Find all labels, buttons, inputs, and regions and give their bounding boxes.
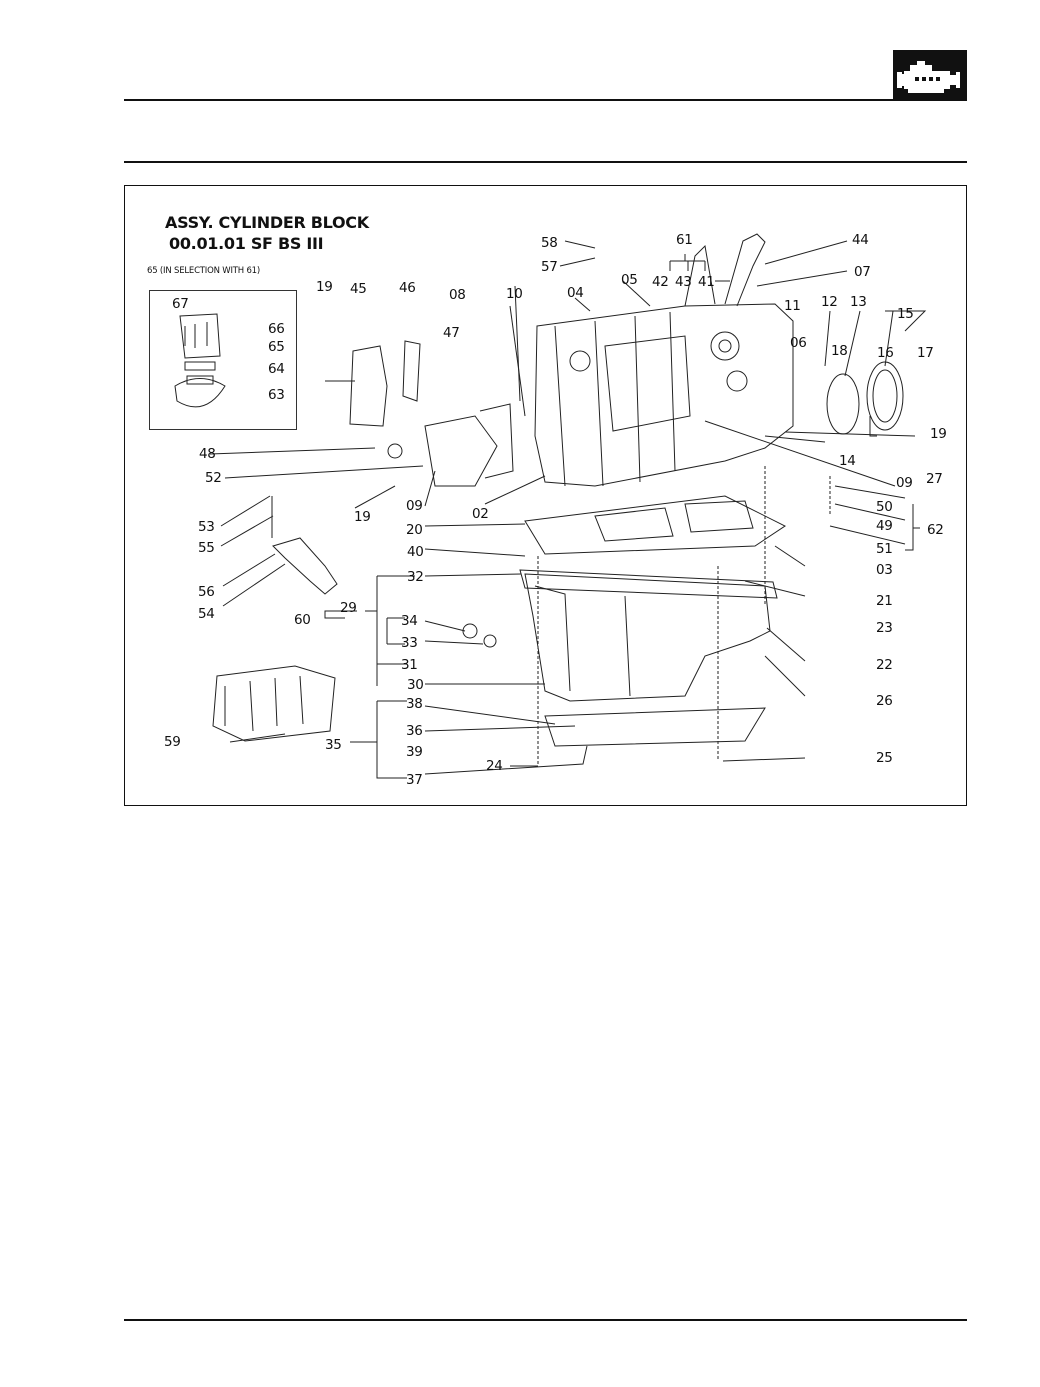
callout-37: 37	[406, 772, 423, 788]
inset-bracket-part	[179, 313, 221, 359]
callout-60: 60	[294, 612, 311, 628]
oil-pan	[524, 573, 771, 702]
callout-48: 48	[199, 446, 216, 462]
oil-pickup-pipe	[272, 537, 338, 595]
callout-24: 24	[486, 758, 503, 774]
callout-19: 19	[316, 279, 333, 295]
callout-41: 41	[698, 274, 715, 290]
callout-53: 53	[198, 519, 215, 535]
engine-icon	[893, 50, 967, 100]
callout-18: 18	[831, 343, 848, 359]
callout-10: 10	[506, 286, 523, 302]
callout-66: 66	[268, 321, 285, 337]
callout-03: 03	[876, 562, 893, 578]
callout-54: 54	[198, 606, 215, 622]
callout-23: 23	[876, 620, 893, 636]
callout-40: 40	[407, 544, 424, 560]
selection-note: 65 (IN SELECTION WITH 61)	[147, 266, 260, 276]
callout-61: 61	[676, 232, 693, 248]
callout-19: 19	[930, 426, 947, 442]
callout-15: 15	[897, 306, 914, 322]
callout-46: 46	[399, 280, 416, 296]
engine-block-thumbnail	[212, 665, 336, 742]
callout-63: 63	[268, 387, 285, 403]
callout-32: 32	[407, 569, 424, 585]
callout-09: 09	[406, 498, 423, 514]
callout-11: 11	[784, 298, 801, 314]
callout-26: 26	[876, 693, 893, 709]
figure-title: ASSY. CYLINDER BLOCK	[165, 213, 369, 232]
callout-47: 47	[443, 325, 460, 341]
callout-35: 35	[325, 737, 342, 753]
callout-14: 14	[839, 453, 856, 469]
callout-06: 06	[790, 335, 807, 351]
callout-27: 27	[926, 471, 943, 487]
callout-29: 29	[340, 600, 357, 616]
callout-50: 50	[876, 499, 893, 515]
callout-07: 07	[854, 264, 871, 280]
callout-20: 20	[406, 522, 423, 538]
cylinder-block-body	[534, 303, 794, 487]
callout-33: 33	[401, 635, 418, 651]
callout-30: 30	[407, 677, 424, 693]
callout-09: 09	[896, 475, 913, 491]
footer-rule	[124, 1319, 967, 1321]
callout-44: 44	[852, 232, 869, 248]
callout-36: 36	[406, 723, 423, 739]
callout-12: 12	[821, 294, 838, 310]
callout-45: 45	[350, 281, 367, 297]
callout-58: 58	[541, 235, 558, 251]
callout-19: 19	[354, 509, 371, 525]
callout-56: 56	[198, 584, 215, 600]
callout-05: 05	[621, 272, 638, 288]
callout-59: 59	[164, 734, 181, 750]
callout-17: 17	[917, 345, 934, 361]
callout-08: 08	[449, 287, 466, 303]
callout-22: 22	[876, 657, 893, 673]
callout-42: 42	[652, 274, 669, 290]
callout-13: 13	[850, 294, 867, 310]
callout-16: 16	[877, 345, 894, 361]
callout-02: 02	[472, 506, 489, 522]
section-rule	[124, 161, 967, 163]
callout-65: 65	[268, 339, 285, 355]
callout-31: 31	[401, 657, 418, 673]
header-rule	[124, 99, 967, 101]
callout-55: 55	[198, 540, 215, 556]
figure-part-number: 00.01.01 SF BS III	[169, 234, 324, 253]
callout-67: 67	[172, 296, 189, 312]
callout-64: 64	[268, 361, 285, 377]
callout-52: 52	[205, 470, 222, 486]
callout-34: 34	[401, 613, 418, 629]
callout-62: 62	[927, 522, 944, 538]
engine-block-drawing	[174, 233, 927, 779]
callout-57: 57	[541, 259, 558, 275]
callout-51: 51	[876, 541, 893, 557]
callout-21: 21	[876, 593, 893, 609]
callout-49: 49	[876, 518, 893, 534]
callout-04: 04	[567, 285, 584, 301]
callout-38: 38	[406, 696, 423, 712]
callout-43: 43	[675, 274, 692, 290]
inset-detail-box	[149, 290, 297, 430]
exploded-view-figure: ASSY. CYLINDER BLOCK 00.01.01 SF BS III …	[124, 185, 967, 806]
callout-25: 25	[876, 750, 893, 766]
callout-39: 39	[406, 744, 423, 760]
